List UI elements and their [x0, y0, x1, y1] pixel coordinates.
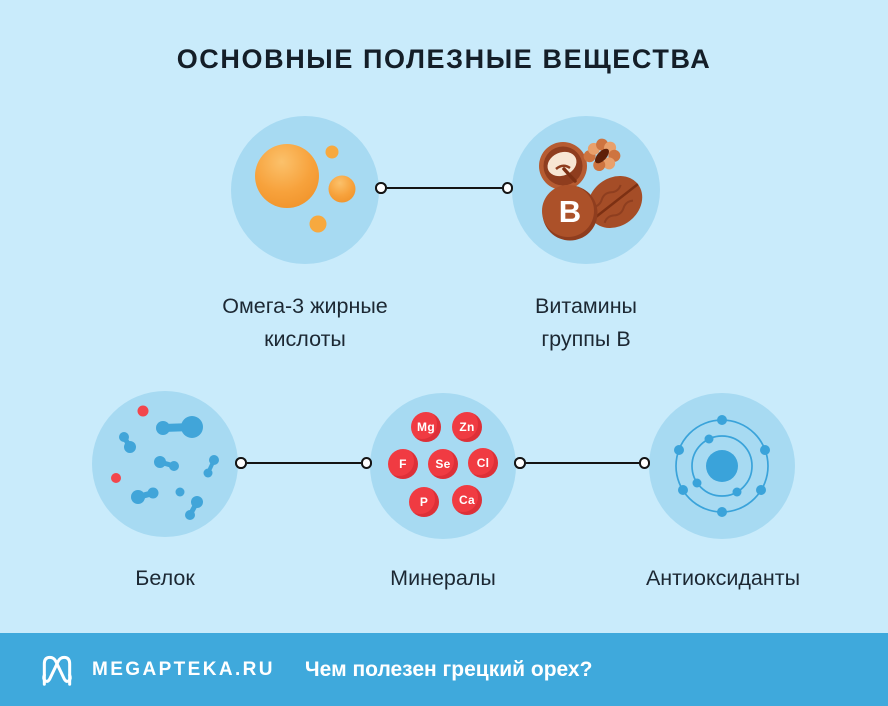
vitamin-b-bubble: B	[512, 116, 660, 264]
connector-protein-minerals	[235, 457, 372, 469]
protein-bubble	[92, 391, 238, 537]
connector-omega3-vitamins	[375, 182, 513, 194]
mineral-chip: F	[388, 449, 418, 479]
vitamin-b-badge: B	[558, 194, 582, 229]
mineral-chip: Cl	[468, 448, 498, 478]
connector-endpoint-icon	[638, 457, 650, 469]
atom-icon	[674, 415, 770, 517]
walnut-kernel-icon	[583, 138, 621, 172]
walnut-icon	[539, 138, 643, 241]
connector-line	[525, 462, 639, 464]
omega3-label: Омега-3 жирные кислоты	[222, 294, 388, 352]
vitamin-b-label: Витамины группы B	[534, 294, 638, 352]
protein-molecules-icon	[111, 405, 219, 520]
connector-endpoint-icon	[360, 457, 372, 469]
connector-line	[246, 462, 361, 464]
footer-brand: MEGAPTEKA.RU	[92, 658, 275, 680]
mineral-chip: P	[409, 487, 439, 517]
antioxidants-bubble	[649, 393, 795, 539]
connector-line	[386, 187, 502, 189]
mineral-chip: Mg	[411, 412, 441, 442]
megapteka-logo-icon	[42, 655, 72, 686]
footer-question: Чем полезен грецкий орех?	[304, 657, 593, 681]
page-title: ОСНОВНЫЕ ПОЛЕЗНЫЕ ВЕЩЕСТВА	[176, 44, 712, 74]
connector-endpoint-icon	[235, 457, 247, 469]
oil-drops-icon	[255, 144, 356, 233]
connector-endpoint-icon	[375, 182, 387, 194]
connector-minerals-antioxidants	[514, 457, 650, 469]
connector-endpoint-icon	[501, 182, 513, 194]
footer-bar: MEGAPTEKA.RU Чем полезен грецкий орех?	[0, 633, 888, 706]
mineral-chip: Se	[428, 449, 458, 479]
mineral-chip: Zn	[452, 412, 482, 442]
omega3-bubble	[231, 116, 379, 264]
connector-endpoint-icon	[514, 457, 526, 469]
mineral-chip: Ca	[452, 485, 482, 515]
antioxidants-label: Антиоксиданты	[645, 566, 801, 590]
minerals-label: Минералы	[390, 566, 496, 590]
protein-label: Белок	[135, 566, 195, 590]
minerals-bubble: Mg Zn F Se Cl P Ca	[370, 393, 516, 539]
